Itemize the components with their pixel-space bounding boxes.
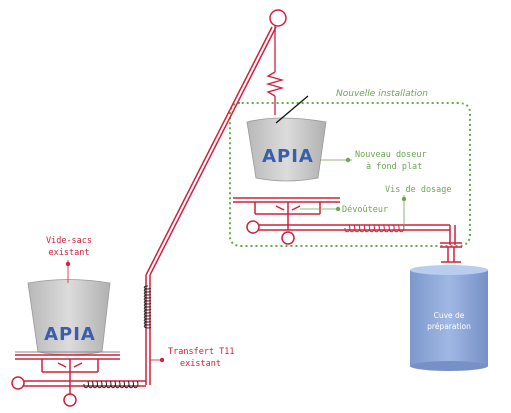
new-doser-motor xyxy=(281,231,295,245)
transfer-line xyxy=(145,26,277,385)
existing-screw-spring xyxy=(83,381,139,389)
label-vide-sacs-line2: existant xyxy=(49,248,90,258)
preparation-tank xyxy=(410,265,488,371)
label-nouveau-doseur-line1: Nouveau doseur xyxy=(355,150,427,160)
leader-vis-dosage-dot xyxy=(401,196,407,202)
leader-devouteur-dot xyxy=(335,206,341,212)
dosing-screw-spring xyxy=(344,225,405,233)
existing-emptier-left-drum xyxy=(11,376,25,390)
tank-label-line1: Cuve de xyxy=(434,311,465,320)
existing-emptier-frame xyxy=(15,354,146,395)
new-doser-logo: APIA xyxy=(262,146,314,167)
leader-vide-sacs-dot xyxy=(65,261,71,267)
new-doser-hopper xyxy=(246,95,327,182)
label-vide-sacs-line1: Vide-sacs xyxy=(46,236,92,246)
tank-label-line2: préparation xyxy=(427,322,471,331)
transfer-spring xyxy=(143,285,151,329)
label-devouteur: Dévoûteur xyxy=(342,204,388,215)
label-vis-dosage: Vis de dosage xyxy=(385,185,452,195)
new-doser-left-drum xyxy=(246,220,260,234)
leader-transfert-dot xyxy=(159,357,165,363)
transfer-top-pulley xyxy=(269,9,287,27)
label-nouveau-doseur-line2: à fond plat xyxy=(366,162,422,172)
leader-nouveau-doseur-dot xyxy=(345,157,351,163)
top-spring xyxy=(265,26,285,115)
new-installation-label: Nouvelle installation xyxy=(336,89,428,99)
label-transfert-line1: Transfert T11 xyxy=(168,347,235,357)
existing-emptier-logo: APIA xyxy=(44,324,96,345)
label-transfert-line2: existant xyxy=(180,359,221,369)
tank-feed-pipe xyxy=(440,242,462,263)
existing-bag-emptier-hopper xyxy=(27,279,111,356)
existing-emptier-motor xyxy=(63,393,77,407)
